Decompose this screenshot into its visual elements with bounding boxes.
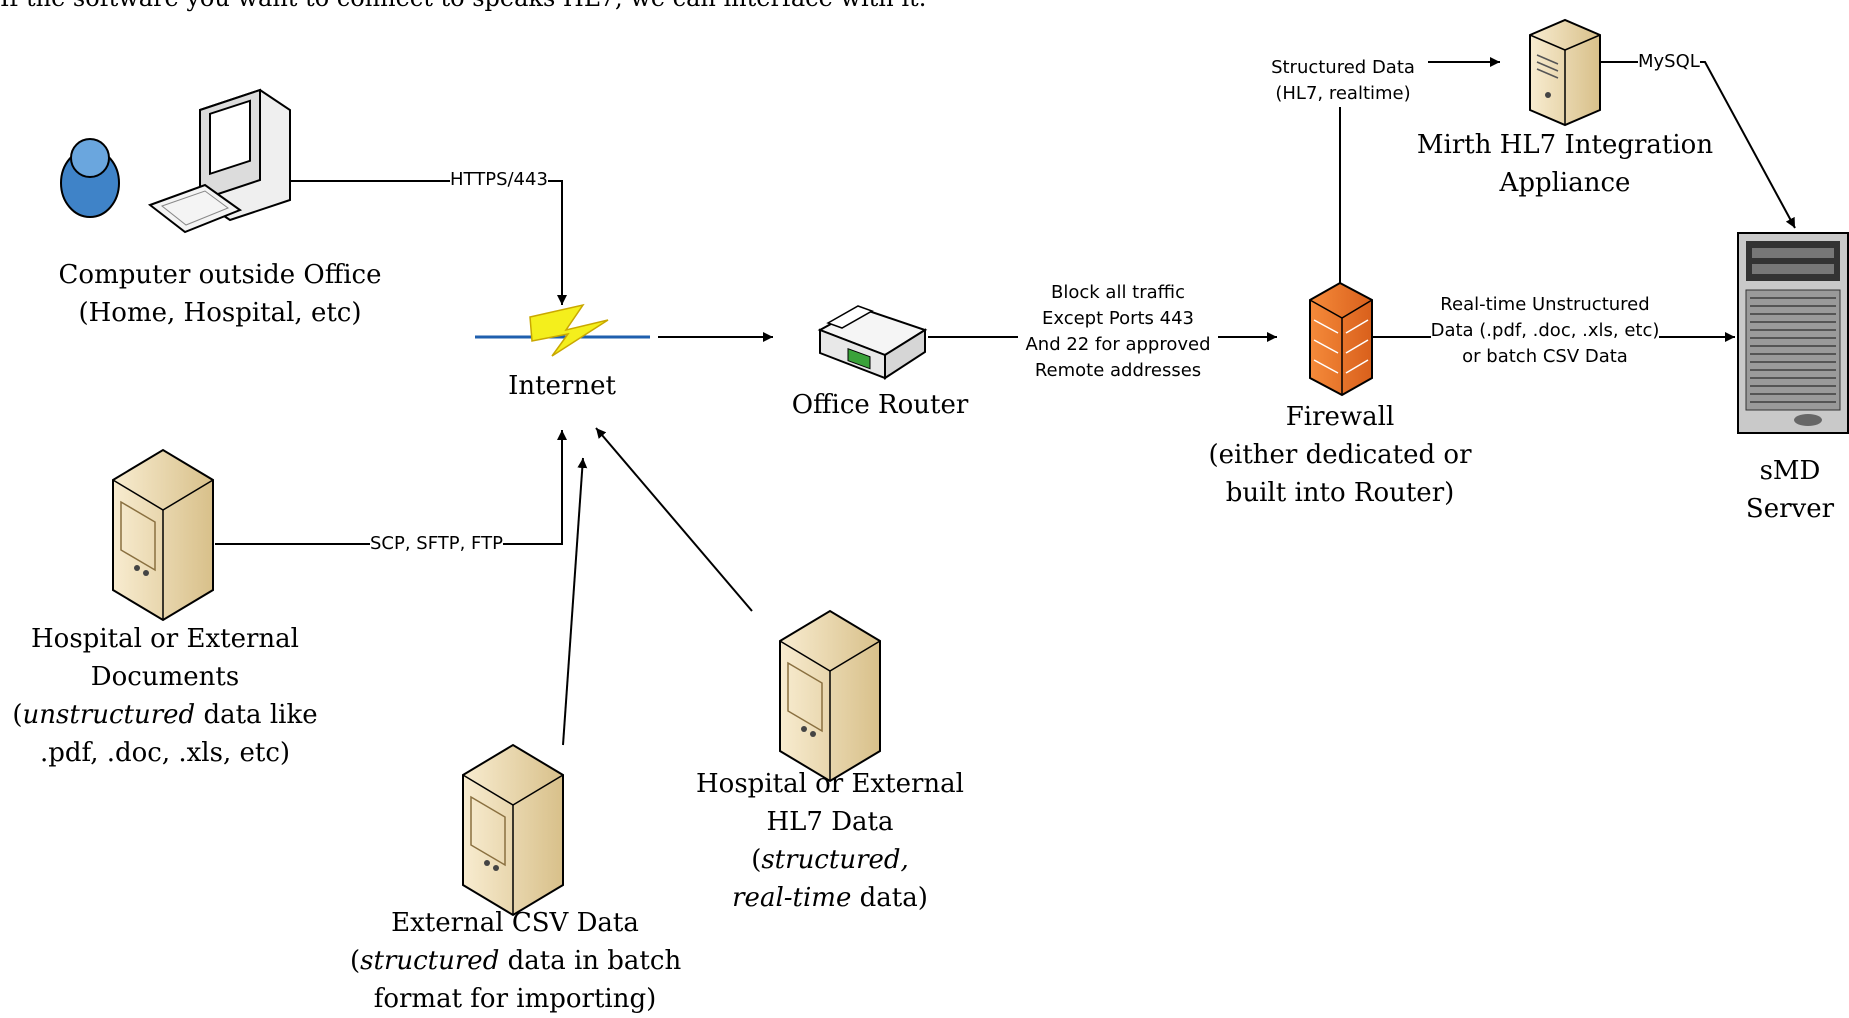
hl7-italic-2: real-time [732, 883, 852, 913]
internet-label: Internet [508, 371, 616, 401]
csv-line-2: (structured data in batch [350, 946, 682, 976]
hl7-external-label: Hospital or External HL7 Data (structure… [665, 765, 995, 917]
docs-server-icon [112, 448, 214, 622]
header-note: If the software you want to connect to s… [0, 0, 926, 12]
computer-line-1: Computer outside Office [58, 260, 382, 290]
mirth-line-1: Mirth HL7 Integration [1416, 130, 1714, 160]
edge-hl7-internet [595, 427, 753, 612]
structured-line-1: Structured Data [1271, 57, 1415, 78]
csv-label: External CSV Data (structured data in ba… [350, 904, 682, 1018]
firewall-line-3: built into Router) [1225, 478, 1455, 508]
firewall-icon [1309, 281, 1373, 397]
hl7-line-4-rest: data) [851, 883, 928, 913]
hospital-docs-label: Hospital or External Documents (unstruct… [0, 620, 330, 772]
hl7-line-1: Hospital or External [696, 769, 964, 799]
smd-line-2: Server [1745, 494, 1835, 524]
computer-icon [147, 88, 291, 234]
mirth-label: Mirth HL7 Integration Appliance [1400, 126, 1730, 202]
hl7-line-2: HL7 Data [766, 807, 894, 837]
router-label: Office Router [791, 390, 969, 420]
computer-line-2: (Home, Hospital, etc) [78, 298, 362, 328]
block-line-1: Block all traffic [1051, 282, 1185, 303]
realtime-line-1: Real-time Unstructured [1440, 294, 1650, 315]
mirth-server-icon [1529, 18, 1601, 127]
edge-docs-internet [215, 430, 567, 545]
csv-server-icon [462, 743, 564, 917]
hl7-italic-1: structured, [761, 845, 909, 875]
scp-label: SCP, SFTP, FTP [370, 531, 503, 557]
docs-line-1: Hospital or External [31, 624, 299, 654]
docs-line-4: .pdf, .doc, .xls, etc) [39, 738, 291, 768]
csv-line-1: External CSV Data [391, 908, 639, 938]
mirth-line-2: Appliance [1499, 168, 1631, 198]
https-label: HTTPS/443 [450, 167, 548, 193]
block-line-4: Remote addresses [1034, 360, 1202, 381]
computer-label: Computer outside Office (Home, Hospital,… [20, 256, 420, 332]
csv-italic: structured [360, 946, 500, 976]
firewall-line-2: (either dedicated or [1208, 440, 1472, 470]
structured-data-label: Structured Data (HL7, realtime) [1258, 55, 1428, 107]
smd-label: sMD Server [1720, 452, 1849, 528]
realtime-line-3: or batch CSV Data [1462, 346, 1628, 367]
hl7-line-4: real-time data) [665, 879, 995, 917]
mysql-label: MySQL [1638, 49, 1700, 75]
edge-computer-internet [290, 180, 567, 305]
csv-line-3: format for importing) [373, 984, 657, 1014]
block-line-3: And 22 for approved [1025, 334, 1211, 355]
person-icon [60, 138, 120, 218]
csv-line-2-rest: data in batch [499, 946, 682, 976]
realtime-line-2: Data (.pdf, .doc, .xls, etc) [1430, 318, 1660, 344]
block-line-2: Except Ports 443 [1041, 308, 1195, 329]
edge-csv-internet [562, 457, 588, 746]
firewall-line-1: Firewall [1285, 402, 1395, 432]
smd-server-icon [1737, 232, 1849, 434]
smd-line-1: sMD [1759, 456, 1821, 486]
edge-mirth-smd [1600, 61, 1796, 229]
docs-line-3: (unstructured data like [12, 700, 318, 730]
realtime-label: Real-time Unstructured Data (.pdf, .doc,… [1410, 292, 1680, 370]
docs-line-2: Documents [90, 662, 240, 692]
docs-italic: unstructured [22, 700, 196, 730]
docs-line-3-rest: data like [195, 700, 318, 730]
hl7-line-3: (structured, [751, 845, 909, 875]
router-icon [817, 305, 928, 380]
firewall-label: Firewall (either dedicated or built into… [1195, 398, 1485, 512]
block-traffic-label: Block all traffic Except Ports 443 And 2… [1018, 280, 1218, 384]
structured-line-2: (HL7, realtime) [1275, 83, 1411, 104]
lightning-icon [475, 303, 650, 357]
hl7-server-icon [779, 609, 881, 783]
